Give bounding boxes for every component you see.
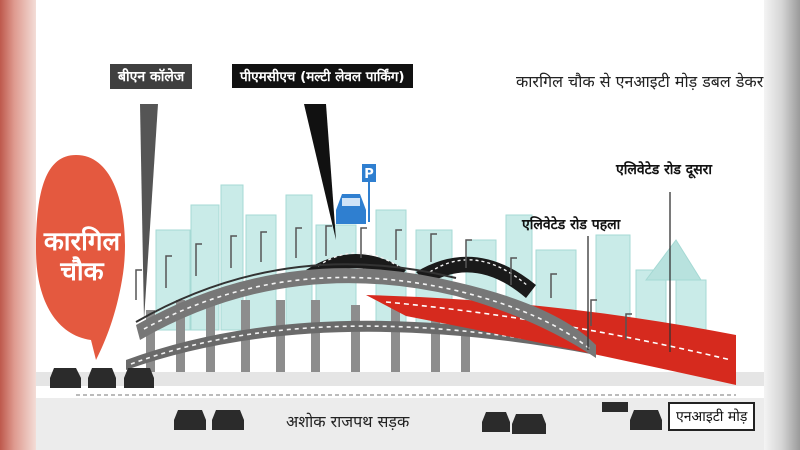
label-pointers [140, 104, 671, 352]
car-icon [50, 368, 662, 434]
ashok-rajpath-label: अशोक राजपथ सड़क [286, 412, 410, 431]
diagram-panel: P कारगिल चौक बीएन कॉलेज पीएमसी [36, 0, 764, 450]
black-ramp-2 [416, 256, 536, 298]
kargil-chowk-label: कारगिल चौक [43, 227, 121, 287]
pmch-parking-label: पीएमसीएच (मल्टी लेवल पार्किंग) [232, 64, 413, 88]
upper-road-strip [36, 372, 764, 386]
svg-text:P: P [364, 167, 374, 182]
left-blur-edge [0, 0, 36, 450]
bus-icon [602, 402, 628, 412]
kargil-chowk-marker [36, 155, 126, 360]
nit-mod-label: एनआइटी मोड़ [668, 402, 756, 431]
elevated-road-red [366, 295, 736, 385]
road-diagram: P [36, 164, 764, 450]
diagram-title: कारगिल चौक से एनआइटी मोड़ डबल डेकर रोड [516, 72, 764, 91]
street-lamp-icon [135, 225, 632, 340]
right-blur-edge [764, 0, 800, 450]
elevated-road-second-label: एलिवेटेड रोड दूसरा [616, 162, 713, 178]
parking-sign-icon: P [336, 164, 376, 224]
black-ramp-1 [306, 254, 406, 282]
bn-college-label: बीएन कॉलेज [110, 64, 193, 89]
elevated-road-first-label: एलिवेटेड रोड पहला [522, 217, 621, 233]
upper-deck [136, 268, 596, 358]
